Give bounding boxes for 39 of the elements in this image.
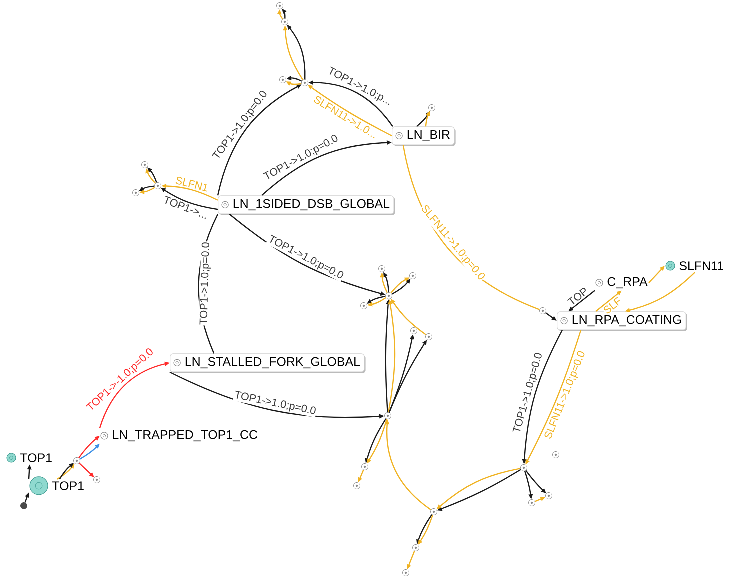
- circle-node: [412, 544, 420, 552]
- edge-label: SLFN1: [174, 176, 210, 193]
- circle-node: [276, 2, 284, 10]
- edge-label: TOP1->1.0;p=0.0: [199, 242, 212, 326]
- circle-node: [528, 499, 536, 506]
- circle-node: [94, 476, 100, 484]
- circle-node: [142, 161, 148, 168]
- edge-label: SLF: [602, 296, 624, 316]
- circle-node: [386, 292, 392, 300]
- circle-node: [428, 104, 436, 112]
- circle-node: [280, 76, 286, 84]
- circle-node: [132, 189, 140, 196]
- circle-node: [74, 457, 80, 464]
- circle-node: [362, 463, 368, 470]
- circle-node: [154, 182, 162, 190]
- circle-node: [552, 451, 560, 458]
- circle-node: [540, 307, 546, 314]
- node-label: TOP1: [20, 454, 52, 462]
- node-label: SLFN11: [680, 262, 724, 270]
- circle-node: [302, 80, 308, 86]
- node-label: LN_TRAPPED_TOP1_CC: [113, 430, 258, 442]
- circle-node: [520, 464, 528, 472]
- label-box: LN_1SIDED_DSB_GLOBAL: [218, 196, 396, 216]
- label-box: LN_BIR: [392, 126, 456, 146]
- circle-node: [282, 18, 288, 26]
- circle-node: [402, 569, 410, 576]
- circle-node: [426, 333, 432, 340]
- label-box: LN_STALLED_FORK_GLOBAL: [170, 354, 366, 374]
- circle-node: [430, 508, 438, 516]
- circle-node: [354, 482, 360, 490]
- circle-node: [410, 272, 416, 280]
- circle-node: [360, 302, 368, 310]
- node-label: C_RPA: [608, 277, 648, 289]
- circle-node: [384, 412, 392, 420]
- circle-node: [546, 492, 552, 500]
- circle-node: [378, 265, 386, 272]
- node-label: TOP1: [52, 482, 84, 490]
- circle-node: [410, 327, 418, 334]
- edge-label: TOP: [566, 286, 590, 308]
